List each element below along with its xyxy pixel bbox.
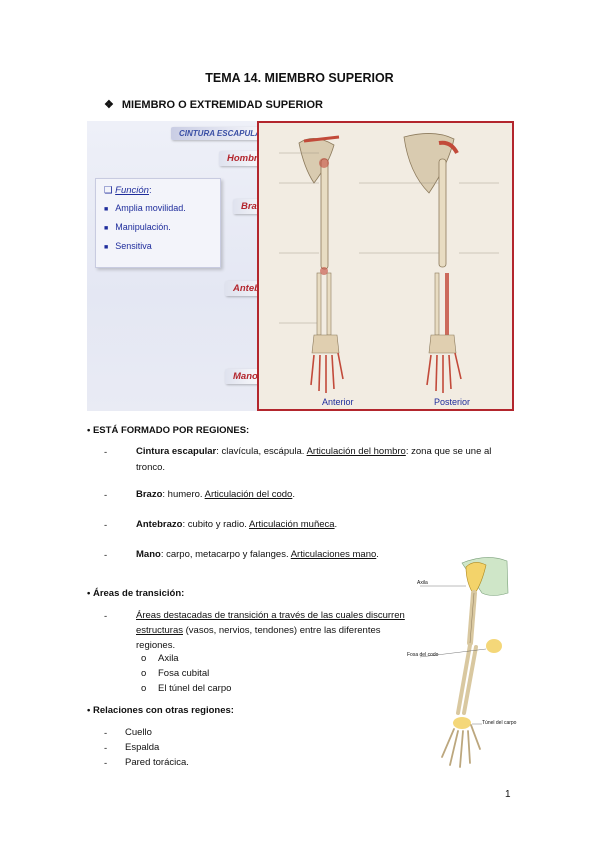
- figure-left-panel: CINTURA ESCAPULAR Hombro Brazo Antebrazo…: [87, 121, 290, 411]
- section-subtitle: ❖ MIEMBRO O EXTREMIDAD SUPERIOR: [104, 98, 323, 111]
- link-articulacion-codo: Articulación del codo: [204, 489, 293, 500]
- dash-bullet: -: [104, 520, 108, 531]
- list-item: Manipulación.: [104, 222, 186, 232]
- list-item: Cuello: [125, 727, 152, 738]
- sub-bullet: o: [141, 683, 147, 694]
- list-item: Mano: carpo, metacarpo y falanges. Artic…: [136, 549, 379, 560]
- dash-bullet: -: [104, 447, 108, 458]
- page-title: TEMA 14. MIEMBRO SUPERIOR: [205, 71, 394, 85]
- list-item: Sensitiva: [104, 241, 186, 251]
- label-tunel: Túnel del carpo: [482, 720, 517, 726]
- list-item: Cintura escapular: clavícula, escápula. …: [136, 446, 492, 473]
- funcion-heading: ❑ Función:: [104, 185, 152, 196]
- link-articulacion-hombro: Articulación del hombro: [306, 446, 406, 457]
- sub-bullet: o: [141, 668, 147, 679]
- list-item: El túnel del carpo: [158, 683, 232, 694]
- diamond-bullet-icon: ❖: [104, 99, 114, 111]
- arm-bones-illustration: [279, 133, 499, 393]
- list-item: Fosa cubital: [158, 668, 210, 679]
- transition-areas-figure: Axila Fosa del codo Túnel del carpo: [407, 553, 516, 769]
- list-item: Axila: [158, 653, 179, 664]
- list-item: Pared torácica.: [125, 757, 189, 768]
- page-number: 1: [505, 789, 511, 800]
- dash-bullet: -: [104, 728, 108, 739]
- dash-bullet: -: [104, 758, 108, 769]
- funcion-label: Función: [115, 185, 149, 196]
- section-heading-relaciones: • Relaciones con otras regiones:: [87, 705, 234, 716]
- funcion-list: Amplia movilidad. Manipulación. Sensitiv…: [104, 203, 186, 260]
- dash-bullet: -: [104, 490, 108, 501]
- link-articulaciones-mano: Articulaciones mano: [290, 549, 377, 560]
- list-item: Amplia movilidad.: [104, 203, 186, 213]
- label-axila: Axila: [417, 580, 428, 586]
- section-heading-transicion: • Áreas de transición:: [87, 588, 185, 599]
- section-heading-regiones: • ESTÁ FORMADO POR REGIONES:: [87, 425, 250, 436]
- list-item: Antebrazo: cubito y radio. Articulación …: [136, 519, 338, 530]
- checkbox-bullet-icon: ❑: [104, 185, 113, 196]
- sub-bullet: o: [141, 653, 147, 664]
- dash-bullet: -: [104, 550, 108, 561]
- list-item: Brazo: humero. Articulación del codo.: [136, 489, 295, 500]
- posterior-arm-icon: [403, 133, 462, 393]
- caption-anterior: Anterior: [322, 397, 354, 407]
- funcion-box: ❑ Función: Amplia movilidad. Manipulació…: [95, 178, 221, 268]
- tag-cintura-escapular: CINTURA ESCAPULAR: [171, 127, 283, 140]
- dash-bullet: -: [104, 743, 108, 754]
- subtitle-text: MIEMBRO O EXTREMIDAD SUPERIOR: [121, 99, 323, 111]
- figure-skeleton-panel: Anterior Posterior: [257, 121, 514, 411]
- upper-limb-figure: CINTURA ESCAPULAR Hombro Brazo Antebrazo…: [87, 121, 514, 411]
- link-articulacion-muneca: Articulación muñeca: [249, 519, 335, 530]
- anterior-arm-icon: [298, 135, 344, 393]
- dash-bullet: -: [104, 611, 108, 622]
- transicion-paragraph: Áreas destacadas de transición a través …: [136, 610, 405, 651]
- list-item: Espalda: [125, 742, 160, 753]
- label-fosa: Fosa del codo: [407, 652, 439, 658]
- caption-posterior: Posterior: [434, 397, 471, 407]
- arm-transition-illustration: [419, 557, 509, 768]
